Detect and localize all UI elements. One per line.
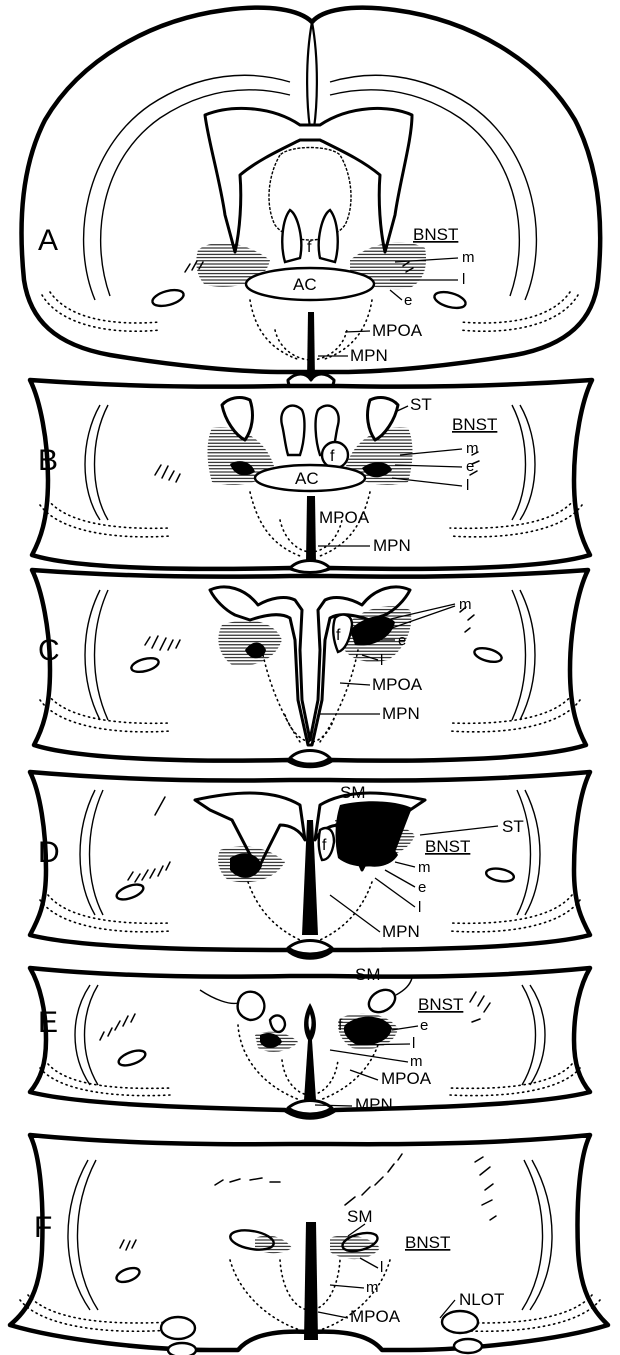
label-f-m: m (366, 1279, 379, 1296)
label-a-bnst: BNST (413, 225, 458, 244)
panel-c: f C m e l MPOA MPN (32, 570, 588, 766)
label-e-l: l (412, 1035, 415, 1052)
label-c-l: l (380, 652, 383, 669)
panel-letter-e: E (38, 1006, 58, 1039)
label-e-bnst: BNST (418, 995, 463, 1014)
label-e-m: m (410, 1053, 423, 1070)
label-b-ac: AC (295, 469, 319, 488)
panel-letter-a: A (38, 224, 58, 257)
label-a-ac: AC (293, 275, 317, 294)
label-e-mpoa: MPOA (381, 1069, 432, 1088)
label-e-sm: SM (355, 965, 381, 984)
label-e-f: f (338, 1017, 343, 1034)
label-f-bnst: BNST (405, 1233, 450, 1252)
label-a-f: f (307, 239, 312, 256)
label-d-sm: SM (340, 783, 366, 802)
label-d-m: m (418, 859, 431, 876)
label-c-f: f (336, 627, 341, 644)
label-d-bnst: BNST (425, 837, 470, 856)
label-a-m: m (462, 249, 475, 266)
label-c-mpn: MPN (382, 704, 420, 723)
label-a-mpoa: MPOA (372, 321, 423, 340)
panel-a: f AC A BNST m l e MPOA MPN (22, 8, 601, 390)
label-b-m: m (466, 440, 479, 457)
label-b-mpoa: MPOA (319, 508, 370, 527)
label-f-nlot: NLOT (459, 1290, 504, 1309)
label-b-st: ST (410, 395, 432, 414)
label-c-mpoa: MPOA (372, 675, 423, 694)
label-b-l: l (466, 477, 469, 494)
label-d-st: ST (502, 817, 524, 836)
panel-f: F SM BNST l m MPOA NLOT (10, 1135, 608, 1355)
label-d-e: e (418, 879, 426, 896)
label-c-e: e (398, 632, 406, 649)
panel-letter-d: D (38, 836, 60, 869)
panel-letter-f: F (34, 1211, 52, 1244)
label-b-bnst: BNST (452, 415, 497, 434)
label-b-mpn: MPN (373, 536, 411, 555)
label-d-f: f (322, 837, 327, 854)
panel-d: f D SM ST BNST m e l MPN (30, 772, 590, 958)
label-b-f: f (330, 448, 335, 465)
label-f-mpoa: MPOA (350, 1307, 401, 1326)
panel-letter-c: C (38, 634, 60, 667)
label-c-m: m (459, 596, 472, 613)
label-e-e: e (420, 1017, 428, 1034)
panel-e: f E SM BNST e l m MPOA MPN (30, 965, 590, 1118)
label-f-l: l (380, 1259, 383, 1276)
panel-letter-b: B (38, 444, 58, 477)
label-e-mpn: MPN (355, 1095, 393, 1114)
panel-b: f AC B ST BNST m e l MPOA MPN (30, 380, 592, 573)
label-a-l: l (462, 271, 465, 288)
label-d-mpn: MPN (382, 922, 420, 941)
label-f-sm: SM (347, 1207, 373, 1226)
label-a-e: e (404, 292, 412, 309)
label-b-e: e (466, 458, 474, 475)
label-a-mpn: MPN (350, 346, 388, 365)
label-d-l: l (418, 899, 421, 916)
